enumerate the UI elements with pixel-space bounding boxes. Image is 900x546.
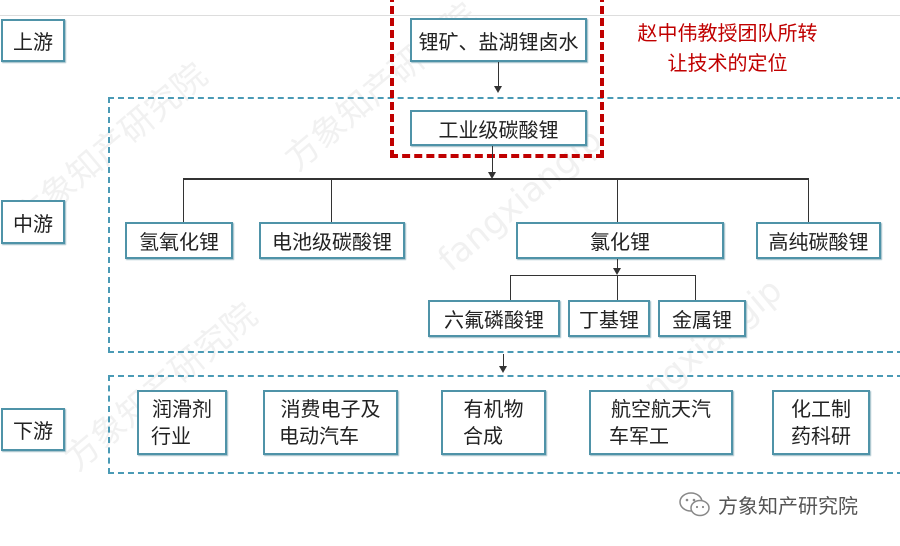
node-lithium-hexafluorophosphate: 六氟磷酸锂	[428, 300, 560, 337]
node-label: 车军工	[609, 423, 669, 448]
arrow-icon	[488, 172, 496, 179]
node-aerospace-auto-military: 航空航天汽车军工	[589, 390, 733, 455]
source-name: 方象知产研究院	[718, 494, 858, 518]
connector	[617, 178, 618, 222]
node-lubricant-industry: 润滑剂行业	[137, 390, 227, 455]
highlight-note: 赵中伟教授团队所转 让技术的定位	[610, 18, 845, 78]
technology-position-highlight	[390, 0, 604, 158]
midstream-region	[108, 97, 900, 353]
connector	[503, 354, 504, 368]
downstream-region	[108, 375, 900, 474]
connector	[510, 275, 511, 300]
wechat-icon	[679, 491, 710, 516]
node-label: 润滑剂	[152, 396, 212, 421]
node-label: 药科研	[791, 423, 851, 448]
node-lithium-hydroxide: 氢氧化锂	[125, 222, 233, 259]
connector	[331, 178, 332, 222]
connector	[183, 178, 809, 180]
connector	[510, 275, 696, 276]
node-label: 合成	[463, 423, 503, 448]
node-label: 化工制	[791, 396, 851, 421]
connector	[617, 275, 618, 300]
arrow-icon	[494, 86, 502, 93]
node-label: 电动汽车	[279, 423, 359, 448]
arrow-icon	[613, 268, 621, 275]
node-raw-material: 锂矿、盐湖锂卤水	[410, 18, 587, 62]
node-label: 有机物	[463, 396, 524, 421]
connector	[183, 178, 184, 222]
node-label: 消费电子及	[280, 396, 381, 421]
connector	[695, 275, 696, 300]
note-line-1: 赵中伟教授团队所转	[637, 21, 818, 45]
node-label: 行业	[151, 423, 191, 448]
top-divider	[0, 15, 900, 16]
level-downstream: 下游	[1, 408, 65, 451]
connector	[808, 178, 809, 222]
connector	[498, 62, 499, 87]
connector	[617, 259, 618, 271]
node-chemical-pharma-research: 化工制药科研	[772, 390, 870, 455]
node-label: 航空航天汽	[611, 396, 711, 421]
note-line-2: 让技术的定位	[667, 51, 788, 75]
node-industrial-lithium-carbonate: 工业级碳酸锂	[410, 110, 587, 146]
level-upstream: 上游	[1, 19, 65, 62]
node-butyllithium: 丁基锂	[568, 300, 650, 337]
node-organic-synthesis: 有机物合成	[441, 390, 546, 455]
node-lithium-metal: 金属锂	[658, 300, 746, 337]
source-footer: 方象知产研究院	[678, 490, 858, 519]
level-midstream: 中游	[1, 200, 65, 244]
node-lithium-chloride: 氯化锂	[516, 222, 724, 259]
arrow-icon	[499, 366, 507, 373]
node-high-purity-lithium-carbonate: 高纯碳酸锂	[756, 222, 881, 259]
node-battery-lithium-carbonate: 电池级碳酸锂	[259, 222, 405, 259]
connector	[492, 146, 493, 173]
node-consumer-electronics-ev: 消费电子及电动汽车	[263, 390, 398, 455]
